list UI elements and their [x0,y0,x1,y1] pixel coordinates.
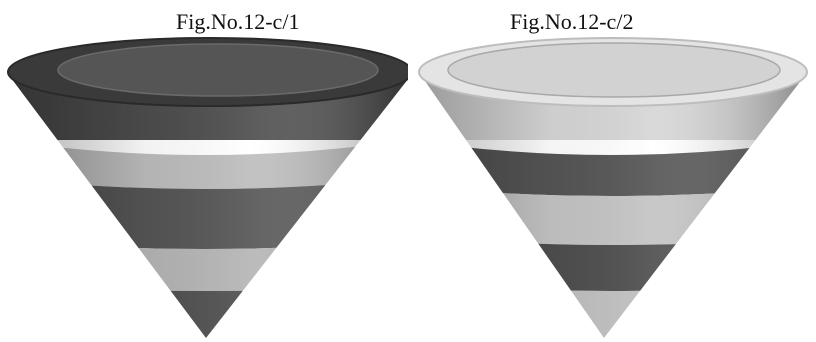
figure-caption: Fig.No.12-c/2 [510,9,634,34]
cone-top-face [448,43,780,97]
figure-left: Fig.No.12-c/1 [7,9,408,338]
figure-caption: Fig.No.12-c/1 [176,9,300,34]
cone-diagram [7,37,408,338]
figure-right: Fig.No.12-c/2 [408,0,816,342]
cone-top-face [58,44,378,96]
cone-diagram [418,37,808,338]
